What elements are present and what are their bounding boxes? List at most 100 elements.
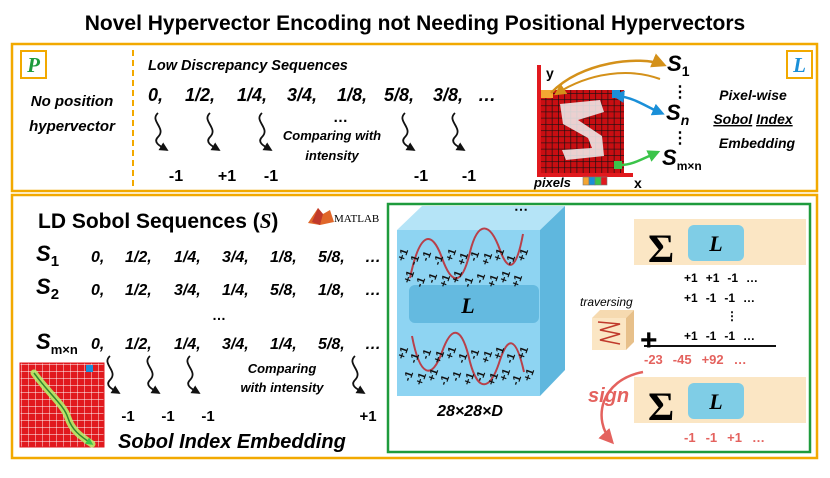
top-value: -1: [414, 168, 428, 185]
plus-icon: +: [640, 324, 658, 357]
bottom-compare-line-1: Comparing: [248, 361, 317, 376]
s-labels: S1 ⋮ Sn ⋮ Sm×n: [662, 51, 702, 173]
wavy-arrow: [106, 355, 121, 394]
bottom-value: -1: [161, 408, 174, 425]
cube-sign-value: -1: [408, 254, 423, 267]
bottom-compare-line-2: with intensity: [240, 380, 324, 395]
wavy-arrow: [258, 112, 273, 151]
cube-sign-value: -1: [420, 250, 435, 263]
top-seq-term: …: [478, 85, 496, 105]
row1-term: 1/8,: [270, 249, 297, 266]
cube-sign-value: -1: [402, 370, 417, 383]
p-badge: P: [20, 50, 47, 79]
cube-sign-value: -1: [504, 352, 519, 365]
row3-term: 3/4,: [222, 336, 249, 353]
pixel-highlight-last: [614, 161, 622, 169]
row-s2-label: S2: [36, 274, 59, 303]
cube-wave-bottom: [411, 331, 525, 386]
cube-sign-value: +1: [444, 345, 460, 361]
cube-sign-value: +1: [486, 273, 502, 289]
cube-sign-value: +1: [414, 371, 430, 387]
row-smn-label: Sm×n: [36, 329, 78, 357]
cube-sign-value: -1: [420, 348, 435, 361]
embedding-line-1: Pixel-wise: [719, 87, 787, 103]
cube-sign-value: +1: [516, 345, 532, 361]
smn-label: Sm×n: [662, 145, 702, 173]
row2-term: 1/4,: [222, 282, 249, 299]
sign-label: sign: [588, 385, 629, 407]
encoding-panel-border: [386, 202, 812, 454]
x-axis-label: x: [634, 175, 642, 191]
top-seq-term: 1/8,: [337, 85, 367, 105]
wavy-arrow: [451, 112, 466, 151]
wavy-arrow: [351, 355, 366, 394]
cube-sign-value: +1: [510, 273, 526, 289]
top-value: -1: [264, 168, 278, 185]
sobol-grid-image: [19, 362, 105, 448]
pixels-label: pixels: [533, 175, 571, 190]
top-seq-term: 5/8,: [384, 85, 414, 105]
sum-rows-vdots: ⋮: [726, 309, 738, 323]
cube-sign-value: -1: [474, 370, 489, 383]
top-sequence: 0, 1/2, 1/4, 3/4, 1/8, 5/8, 3/8, …: [148, 85, 496, 105]
sigma-icon: Σ: [648, 384, 674, 429]
p-badge-letter: P: [26, 53, 40, 77]
row2-term: 0,: [91, 282, 104, 299]
row1-term: 1/4,: [174, 249, 201, 266]
sn-label: Sn: [666, 100, 689, 128]
top-value: -1: [462, 168, 476, 185]
embedding-line-3: Embedding: [719, 135, 796, 151]
sobol-index-embedding-label: Sobol Index Embedding: [118, 431, 346, 453]
cube-dimensions: 28×28×D: [436, 403, 503, 420]
arrow-to-sn: [611, 90, 665, 116]
digit-five: [560, 100, 604, 160]
row2-term: 1/8,: [318, 282, 345, 299]
cube-sign-value: +1: [450, 269, 466, 285]
wavy-arrow: [401, 112, 416, 151]
s-vdots: ⋮: [672, 130, 688, 147]
bottom-value: -1: [201, 408, 214, 425]
cube-sign-value: -1: [462, 276, 477, 289]
traversal-path-outline: [33, 372, 94, 445]
top-seq-term: 3/4,: [287, 85, 317, 105]
no-position-line-1: No position: [31, 93, 114, 110]
top-seq-term: 1/4,: [237, 85, 267, 105]
cube-sign-value: -1: [450, 370, 465, 383]
row1-term: …: [365, 249, 381, 266]
row3-term: 1/4,: [174, 336, 201, 353]
cube-ellipsis: ⋯: [514, 201, 528, 217]
l-badge: L: [786, 50, 813, 79]
wavy-arrow: [154, 112, 169, 151]
bottom-values: -1 -1 -1 +1: [121, 408, 376, 425]
sign-arrow: [598, 370, 644, 445]
cube-l-label: L: [460, 293, 474, 318]
arrow-to-smn: [619, 150, 661, 167]
cube-l-chip: [409, 285, 539, 323]
traversing-icon: [592, 310, 634, 350]
sobol-rows: S1 S2 Sm×n: [36, 241, 78, 357]
cube-side-face: [540, 206, 565, 396]
bottom-value: +1: [359, 408, 376, 425]
cube-sign-value: -1: [414, 276, 429, 289]
bottom-panel-border: [10, 193, 819, 460]
final-values: -1-1+1…: [684, 430, 765, 445]
s-vdots: ⋮: [672, 84, 688, 101]
cube-sign-value: +1: [498, 269, 514, 285]
svg-text:-1-1+1…: -1-1+1…: [684, 430, 765, 445]
cube-sign-value: +1: [522, 367, 538, 383]
row3-term: 1/4,: [270, 336, 297, 353]
row3-term: 1/2,: [125, 336, 152, 353]
top-panel-border: [10, 42, 819, 193]
cube-wave-top: [409, 227, 524, 280]
top-wavy-arrows: [154, 112, 466, 151]
sum-row-3: +1-1-1…: [684, 329, 755, 343]
row-s1-label: S1: [36, 241, 59, 270]
row3-term: …: [365, 336, 381, 353]
cube-signs-top: +1-1-1-1+1+1-1+1+1-1+1+1-1-1+1+1-1-1+1+1…: [396, 247, 532, 289]
cube-sign-value: +1: [456, 251, 472, 267]
bottom-wavy-arrows: [106, 355, 366, 394]
row1-term: 1/2,: [125, 249, 152, 266]
matlab-label: MATLAB: [334, 213, 379, 225]
sum-values: -23-45+92…: [644, 352, 747, 367]
cube-sign-value: -1: [426, 272, 441, 285]
